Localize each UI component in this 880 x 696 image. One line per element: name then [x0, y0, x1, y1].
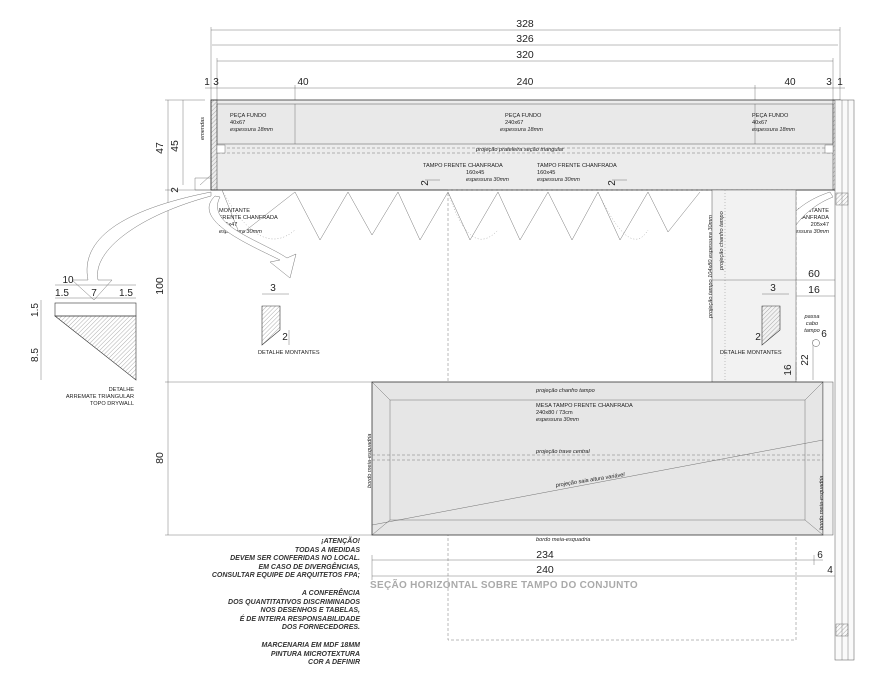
tampo-left-size: 160x45: [466, 170, 484, 176]
dim-22: 22: [800, 354, 811, 366]
tampo-left-thickness: espessura 30mm: [466, 177, 509, 183]
peca-fundo-right-title: PEÇA FUNDO: [752, 113, 789, 119]
mont-right-caption: DETALHE MONTANTES: [720, 350, 782, 356]
peca-fundo-center-thickness: espessura 18mm: [500, 127, 543, 133]
dim-6-bottom: 6: [817, 550, 823, 561]
dim-60: 60: [808, 268, 820, 280]
dim-326: 326: [516, 33, 534, 45]
dim-1-left: 1: [204, 77, 210, 88]
detail-arremate-triangular: 10 1.5 7 1.5 1.5 8.5 DETALHE ARREMATE TR…: [30, 275, 137, 407]
mont-left-dim-2: 2: [282, 332, 288, 343]
bordo-left-label: bordo meia-esquadria: [367, 434, 373, 488]
dim-2-tampo-left: 2: [420, 180, 431, 186]
detail-montantes-right: 3 2 DETALHE MONTANTES: [720, 283, 789, 356]
bordo-right-label: bordo meia-esquadria: [819, 476, 825, 530]
projecao-tampo-104x80-label: projeção tampo 104x80 espessura 30mm: [708, 215, 714, 319]
peca-fundo-center-title: PEÇA FUNDO: [505, 113, 542, 119]
tri-caption-1: DETALHE: [109, 387, 135, 393]
dim-80: 80: [154, 452, 166, 464]
projecao-chanfro-tampo-vertical-label: projeção chanfro tampo: [719, 211, 725, 271]
dim-320: 320: [516, 49, 534, 61]
dim-6-hole: 6: [821, 329, 827, 340]
mont-left-dim-3: 3: [270, 283, 276, 294]
tampo-right-title: TAMPO FRENTE CHANFRADA: [537, 163, 617, 169]
mesa-desk-top: [371, 381, 834, 536]
note-conferencia: A CONFERÊNCIA DOS QUANTITATIVOS DISCRIMI…: [228, 589, 360, 632]
dim-45: 45: [169, 140, 181, 152]
note-marcenaria: MARCENARIA EM MDF 18MM PINTURA MICROTEXT…: [261, 641, 360, 667]
passa-cabo-3: tampo: [804, 328, 820, 334]
dim-16-right: 16: [808, 284, 820, 296]
notes-block: ¡ATENÇÃO! TODAS A MEDIDAS DEVEM SER CONF…: [150, 538, 360, 677]
dim-3-left: 3: [213, 77, 219, 88]
dim-4-bottom: 4: [827, 565, 833, 576]
peca-fundo-right-thickness: espessura 18mm: [752, 127, 795, 133]
mont-right-dim-3: 3: [770, 283, 776, 294]
mesa-size: 240x80 / 73cm: [536, 410, 573, 416]
passa-cabo-2: cabo: [806, 321, 818, 327]
montante-right-title: MONTANTE: [798, 208, 829, 214]
passa-cabo-1: passa: [804, 314, 820, 320]
back-panel-assembly: [194, 99, 841, 191]
mesa-title: MESA TAMPO FRENTE CHANFRADA: [536, 403, 633, 409]
projecao-trave-label: projeção trave central: [535, 449, 591, 455]
top-dimension-chains: 328 326 320 1 3 40 240 40 3 1: [204, 18, 845, 100]
dim-2-tampo-right: 2: [607, 180, 618, 186]
section-title: SEÇÃO HORIZONTAL SOBRE TAMPO DO CONJUNTO: [370, 580, 638, 591]
tri-dim-7: 7: [91, 288, 97, 299]
dim-328: 328: [516, 18, 534, 30]
peca-fundo-left-title: PEÇA FUNDO: [230, 113, 267, 119]
tri-dim-1-5-a: 1.5: [55, 288, 69, 299]
peca-fundo-left-size: 40x67: [230, 120, 245, 126]
projecao-prateleira-label: projeção prateleira seção triangular: [475, 147, 565, 153]
mont-right-dim-2: 2: [755, 332, 761, 343]
tampo-left-title: TAMPO FRENTE CHANFRADA: [423, 163, 503, 169]
tri-caption-2: ARREMATE TRIANGULAR: [66, 394, 134, 400]
bottom-dimensions: 234 6 240 4: [371, 549, 838, 580]
right-column-labels: projeção tampo 104x80 espessura 30mm pro…: [708, 211, 725, 319]
projecao-chanfro-tampo-label: projeção chanfro tampo: [535, 388, 595, 394]
dim-16-vertical: 16: [783, 364, 794, 376]
peca-fundo-right-size: 40x67: [752, 120, 767, 126]
emendas-left-label: emendas: [200, 117, 206, 140]
dim-100: 100: [154, 277, 166, 295]
note-atencao: ¡ATENÇÃO! TODAS A MEDIDAS DEVEM SER CONF…: [211, 538, 360, 580]
montante-left-thickness: espessura 30mm: [219, 229, 262, 235]
dim-1-right: 1: [837, 77, 843, 88]
montante-right-size: 205x47: [811, 222, 829, 228]
dim-47: 47: [154, 142, 166, 154]
right-wall: [834, 99, 855, 661]
tampo-right-size: 160x45: [537, 170, 555, 176]
shelf-zigzag: [221, 189, 701, 241]
mont-left-caption: DETALHE MONTANTES: [258, 350, 320, 356]
detail-montantes-left: 3 2 DETALHE MONTANTES: [258, 283, 320, 356]
dim-40-right: 40: [784, 77, 796, 88]
dim-3-right: 3: [826, 77, 832, 88]
passa-cabo-hole: [812, 339, 820, 347]
tri-caption-3: TOPO DRYWALL: [90, 401, 134, 407]
tri-dim-10: 10: [62, 275, 74, 286]
dim-2-left: 2: [170, 187, 181, 193]
tampo-right-thickness: espessura 30mm: [537, 177, 580, 183]
tri-dim-1-5-h: 1.5: [30, 303, 41, 317]
bordo-bottom-label: bordo meia-esquadria: [536, 537, 590, 543]
right-dimensions: 60 16 22 16 passa cabo tampo 6: [712, 268, 835, 380]
mesa-thickness: espessura 30mm: [536, 417, 579, 423]
peca-fundo-center-size: 240x67: [505, 120, 523, 126]
tri-dim-8-5: 8.5: [30, 348, 41, 362]
dim-40-left: 40: [297, 77, 309, 88]
dim-240-bottom: 240: [536, 564, 554, 576]
tri-dim-1-5-b: 1.5: [119, 288, 133, 299]
peca-fundo-left-thickness: espessura 18mm: [230, 127, 273, 133]
dim-240-top: 240: [517, 77, 534, 88]
montante-left-title: MONTANTE: [219, 208, 250, 214]
montante-right-thickness: espessura 30mm: [786, 229, 829, 235]
dim-234: 234: [536, 549, 554, 561]
montante-left-sub: FRENTE CHANFRADA: [219, 215, 278, 221]
